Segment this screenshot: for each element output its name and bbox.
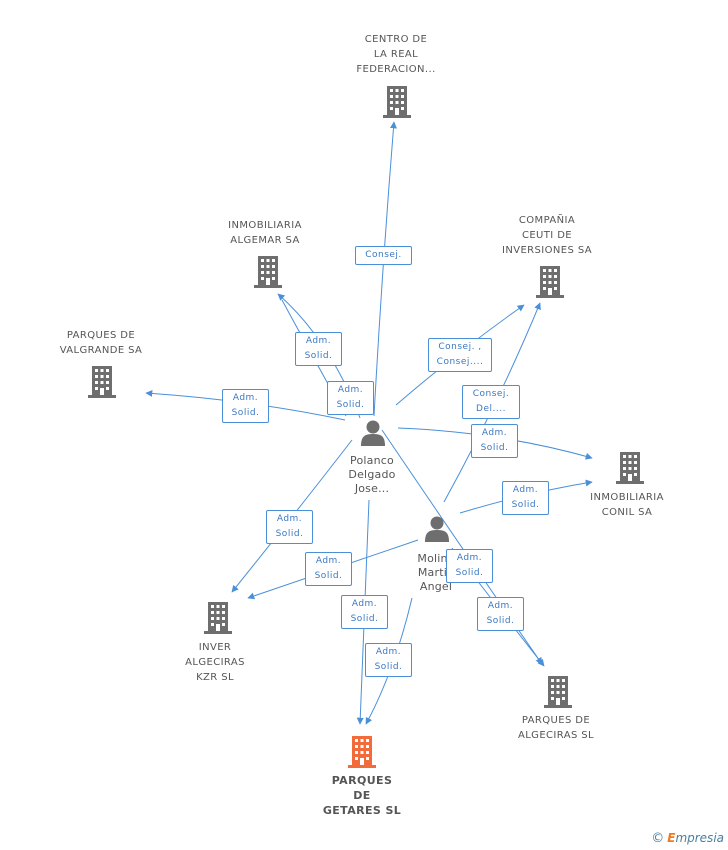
edge-label-consej[interactable]: Consej.: [355, 246, 412, 265]
brand-e: E: [667, 831, 676, 845]
building-icon-centro[interactable]: [383, 86, 411, 118]
building-icon-getares[interactable]: [348, 736, 376, 768]
node-label-algeciras[interactable]: PARQUES DE ALGECIRAS SL: [517, 715, 595, 741]
edge-label-adm-solid[interactable]: Adm. Solid.: [295, 332, 342, 366]
building-icon-inver[interactable]: [204, 602, 232, 634]
edge-label-adm-solid[interactable]: Adm. Solid.: [502, 481, 549, 515]
empresia-logo: ©Empresia: [651, 831, 724, 846]
copyright-symbol: ©: [651, 831, 665, 846]
building-icon-conil[interactable]: [616, 452, 644, 484]
node-label-polanco[interactable]: Polanco Delgado Jose...: [348, 454, 396, 495]
node-label-inver[interactable]: INVER ALGECIRAS KZR SL: [185, 642, 245, 683]
edge-polanco-centro: [373, 121, 397, 417]
node-label-molina[interactable]: Molina Martin Angel: [417, 552, 455, 593]
edge-label-consej-del[interactable]: Consej. Del....: [462, 385, 520, 419]
building-icon-valgrande[interactable]: [88, 366, 116, 398]
building-icon-algemar[interactable]: [254, 256, 282, 288]
node-label-valgrande[interactable]: PARQUES DE VALGRANDE SA: [59, 330, 143, 356]
brand-rest: mpresia: [675, 831, 724, 845]
edge-label-adm-solid[interactable]: Adm. Solid.: [477, 597, 524, 631]
node-label-algemar[interactable]: INMOBILIARIA ALGEMAR SA: [228, 220, 302, 246]
edge-label-adm-solid[interactable]: Adm. Solid.: [341, 595, 388, 629]
edge-label-adm-solid[interactable]: Adm. Solid.: [446, 549, 493, 583]
person-icon-molina[interactable]: [425, 516, 449, 543]
node-label-conil[interactable]: INMOBILIARIA CONIL SA: [590, 492, 664, 518]
edge-label-adm-solid[interactable]: Adm. Solid.: [266, 510, 313, 544]
node-label-centro[interactable]: CENTRO DE LA REAL FEDERACION...: [356, 34, 436, 75]
person-icon-polanco[interactable]: [361, 420, 385, 447]
edge-label-adm-solid[interactable]: Adm. Solid.: [471, 424, 518, 458]
node-label-getares[interactable]: PARQUES DE GETARES SL: [322, 774, 402, 817]
edge-label-adm-solid[interactable]: Adm. Solid.: [365, 643, 412, 677]
edge-label-adm-solid[interactable]: Adm. Solid.: [327, 381, 374, 415]
edge-label-consej-consej[interactable]: Consej. , Consej....: [428, 338, 492, 372]
building-icon-ceuti[interactable]: [536, 266, 564, 298]
edge-label-adm-solid[interactable]: Adm. Solid.: [305, 552, 352, 586]
edge-label-adm-solid[interactable]: Adm. Solid.: [222, 389, 269, 423]
building-icon-algeciras[interactable]: [544, 676, 572, 708]
node-label-ceuti[interactable]: COMPAÑIA CEUTI DE INVERSIONES SA: [501, 215, 592, 256]
